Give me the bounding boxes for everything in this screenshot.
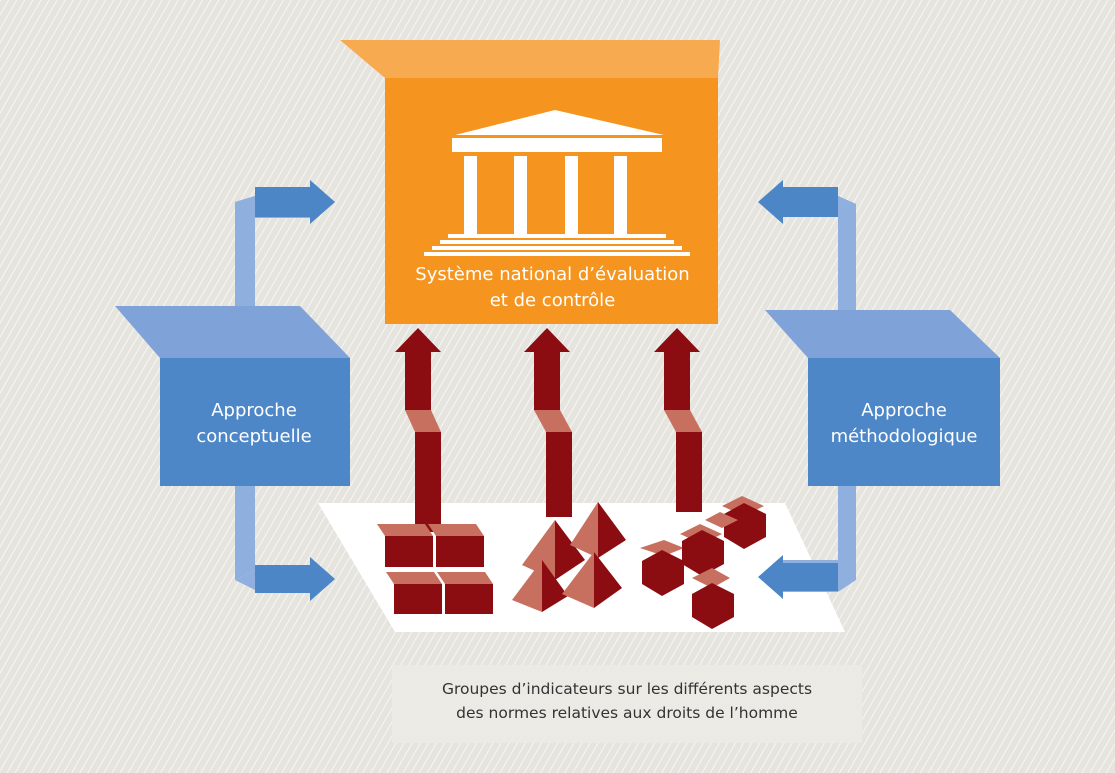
central-system-box: [340, 40, 720, 324]
indicator-group-pyramids: [512, 502, 626, 612]
right-connector-top: [758, 180, 856, 320]
right-connector-bottom: [758, 480, 856, 599]
right-approach-label-line1: Approche: [861, 400, 947, 421]
indicator-group-bricks: [377, 524, 493, 614]
indicator-arrow-3: [654, 328, 702, 512]
right-approach-label-line2: méthodologique: [830, 426, 978, 448]
left-approach-label-line1: Approche: [211, 400, 297, 421]
indicator-arrow-1: [395, 328, 441, 532]
left-connector-top: [235, 180, 335, 322]
indicator-group-hexagons: [640, 496, 766, 629]
right-approach-box: [765, 310, 1000, 486]
right-approach-label: Approche méthodologique: [808, 398, 1000, 450]
left-approach-label: Approche conceptuelle: [158, 398, 350, 450]
left-approach-label-line2: conceptuelle: [196, 426, 312, 448]
caption-line1: Groupes d’indicateurs sur les différents…: [441, 680, 813, 698]
left-connector-bottom: [235, 480, 335, 601]
indicator-arrow-2: [524, 328, 572, 517]
central-system-label: Système national d’évaluation et de cont…: [385, 262, 720, 314]
indicator-groups-caption: Groupes d’indicateurs sur les différents…: [392, 665, 862, 743]
central-system-label-line2: et de contrôle: [489, 290, 616, 312]
central-system-label-line1: Système national d’évaluation: [415, 264, 690, 285]
institution-icon: [424, 110, 690, 256]
caption-line2: des normes relatives aux droits de l’hom…: [456, 704, 798, 723]
left-approach-box: [115, 306, 350, 486]
